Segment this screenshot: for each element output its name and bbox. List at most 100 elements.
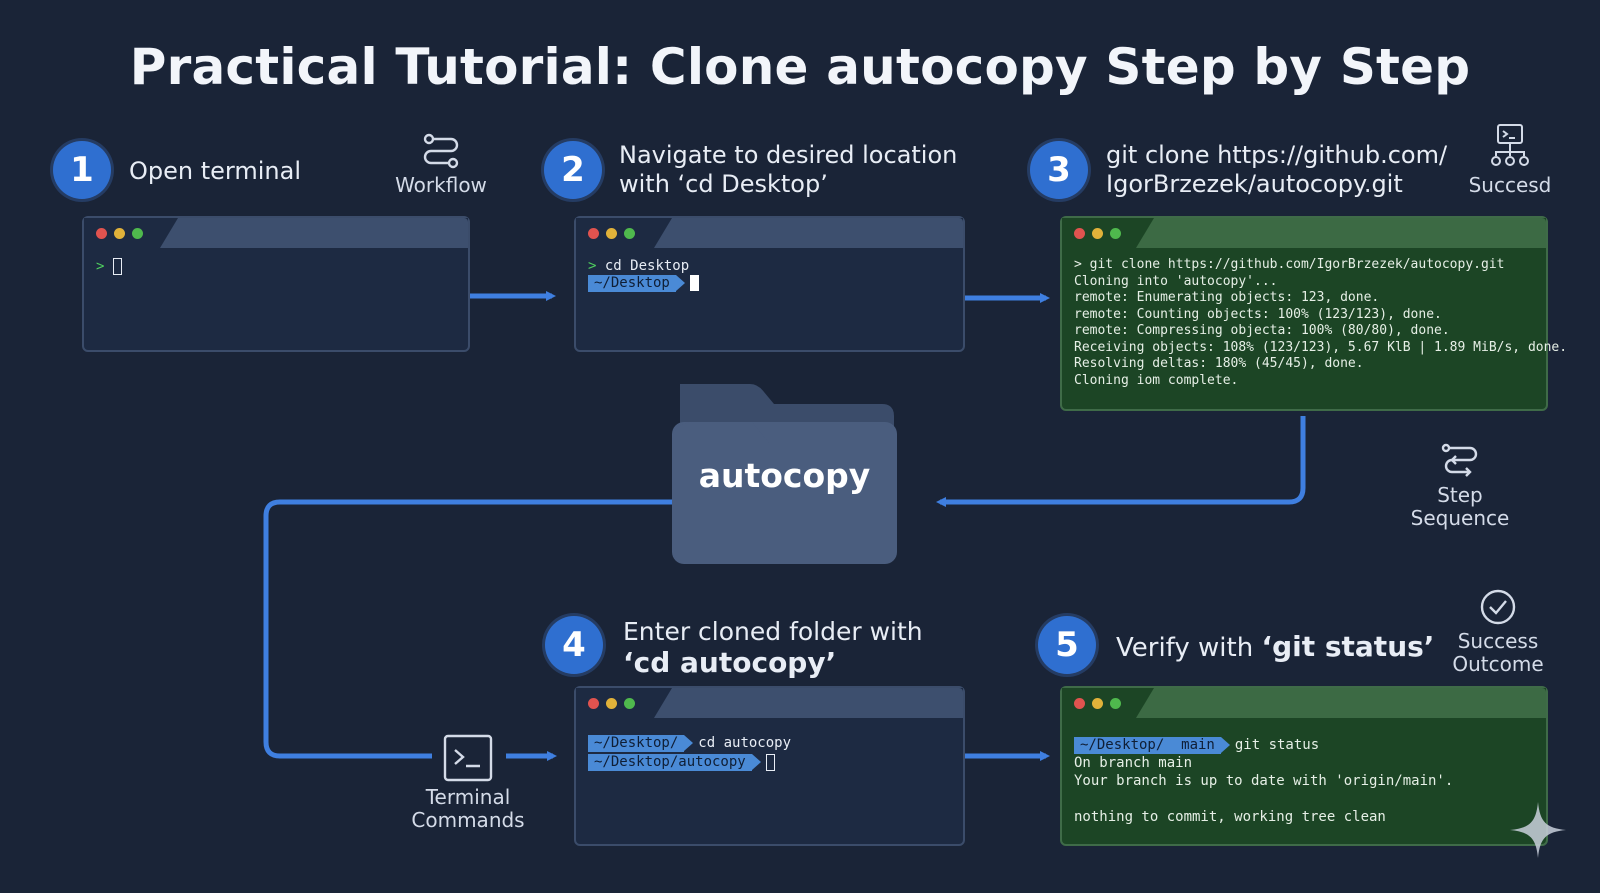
arrow-3-to-folder [936,416,1306,507]
status-output-line: nothing to commit, working tree clean [1074,809,1386,825]
path-segment: ~/Desktop [588,275,685,292]
window-controls [96,228,143,239]
cursor [112,258,122,275]
minimize-dot[interactable] [606,698,617,709]
terminal-window-4: ~/Desktop/cd autocopy ~/Desktop/autocopy [574,686,965,846]
window-controls [588,698,635,709]
maximize-dot[interactable] [1110,698,1121,709]
step-5-badge: 5 [1038,616,1096,674]
check-circle-icon [1480,589,1516,625]
step-3-label: git clone https://github.com/ IgorBrzeze… [1106,141,1447,199]
window-controls [1074,228,1121,239]
workflow-icon [423,133,459,169]
minimize-dot[interactable] [1092,698,1103,709]
terminal-commands-line1: Terminal [425,785,511,809]
clone-output-line: remote: Counting objects: 100% (123/123)… [1074,306,1442,322]
terminal-1-content[interactable]: > [84,248,468,286]
loop-arrows-icon [1441,443,1478,477]
minimize-dot[interactable] [606,228,617,239]
close-dot[interactable] [588,698,599,709]
prompt-symbol: > [96,258,105,275]
cursor [689,275,699,291]
command-text: cd Desktop [604,258,690,274]
maximize-dot[interactable] [132,228,143,239]
success-outcome-badge: Success Outcome [1442,588,1554,676]
terminal-4-content[interactable]: ~/Desktop/cd autocopy ~/Desktop/autocopy [576,718,963,782]
terminal-window-1: > [82,216,470,352]
terminal-titlebar [1062,688,1546,718]
sparkle-icon [1510,802,1566,858]
clone-output-line: Cloning iom complete. [1074,372,1239,388]
terminal-tab[interactable] [160,218,468,248]
maximize-dot[interactable] [1110,228,1121,239]
step-4-label: Enter cloned folder with ‘cd autocopy’ [623,616,923,678]
step-5-label-bold: ‘git status’ [1261,630,1435,663]
succesd-badge: Succesd [1460,124,1560,197]
terminal-commands-badge: Terminal Commands [410,734,526,832]
workflow-badge: Workflow [390,132,492,197]
succesd-label: Succesd [1468,173,1552,197]
clone-output-line: Resolving deltas: 180% (45/45), done. [1074,356,1364,371]
workflow-label: Workflow [395,173,487,197]
step-2-label-line1: Navigate to desired location [619,141,958,169]
terminal-tab[interactable] [654,688,963,718]
step-2-label-line2: with ‘cd Desktop’ [619,170,828,198]
step-sequence-badge: Step Sequence [1404,440,1516,530]
clone-output-line: Cloning into 'autocopy'... [1074,273,1278,289]
step-3-label-line1: git clone https://github.com/ [1106,141,1448,169]
terminal-titlebar [576,688,963,718]
path-segment: ~/Desktop/autocopy [588,754,761,771]
terminal-titlebar [1062,218,1546,248]
window-controls [1074,698,1121,709]
autocopy-folder[interactable]: autocopy [672,384,897,564]
maximize-dot[interactable] [624,228,635,239]
terminal-titlebar [84,218,468,248]
path-segment: ~/Desktop/ main [1074,737,1230,754]
cursor [765,753,775,771]
close-dot[interactable] [588,228,599,239]
hierarchy-terminal-icon [1491,124,1529,166]
window-controls [588,228,635,239]
step-5-label-prefix: Verify with [1116,633,1262,663]
close-dot[interactable] [96,228,107,239]
step-5-label: Verify with ‘git status’ [1116,632,1434,663]
clone-output-line: remote: Compressing objecta: 100% (80/80… [1074,323,1450,338]
terminal-window-2: > cd Desktop ~/Desktop [574,216,965,352]
terminal-2-content[interactable]: > cd Desktop ~/Desktop [576,248,963,302]
terminal-commands-line2: Commands [411,808,525,832]
minimize-dot[interactable] [1092,228,1103,239]
close-dot[interactable] [1074,698,1085,709]
step-sequence-line2: Sequence [1410,506,1510,530]
status-output-line: On branch main [1074,755,1193,771]
step-4-label-line1: Enter cloned folder with [623,617,923,646]
step-sequence-line1: Step [1437,483,1483,507]
clone-output-line: Receiving objects: 108% (123/123), 5.67 … [1074,339,1568,355]
maximize-dot[interactable] [624,698,635,709]
step-3-badge: 3 [1030,141,1088,199]
terminal-tab[interactable] [1136,688,1546,718]
page-title: Practical Tutorial: Clone autocopy Step … [129,38,1471,96]
clone-output-line: > git clone https://github.com/IgorBrzez… [1074,257,1505,272]
terminal-tab[interactable] [654,218,963,248]
close-dot[interactable] [1074,228,1085,239]
terminal-titlebar [576,218,963,248]
terminal-tab[interactable] [1136,218,1546,248]
terminal-window-3: > git clone https://github.com/IgorBrzez… [1060,216,1568,411]
minimize-dot[interactable] [114,228,125,239]
step-3-label-line2: IgorBrzezek/autocopy.git [1106,170,1403,198]
step-1-badge: 1 [53,141,111,199]
clone-output-line: remote: Enumerating objects: 123, done. [1074,290,1380,305]
status-output-line: Your branch is up to date with 'origin/m… [1074,773,1454,789]
success-outcome-line1: Success [1457,629,1539,653]
terminal-3-content[interactable]: > git clone https://github.com/IgorBrzez… [1062,248,1568,399]
command-text: git status [1234,737,1320,753]
command-text: cd autocopy [698,735,792,751]
step-4-label-line2: ‘cd autocopy’ [623,646,837,679]
arrow-folder-to-terminal-commands [263,499,676,759]
step-2-label: Navigate to desired location with ‘cd De… [619,141,957,199]
terminal-icon [443,734,493,782]
